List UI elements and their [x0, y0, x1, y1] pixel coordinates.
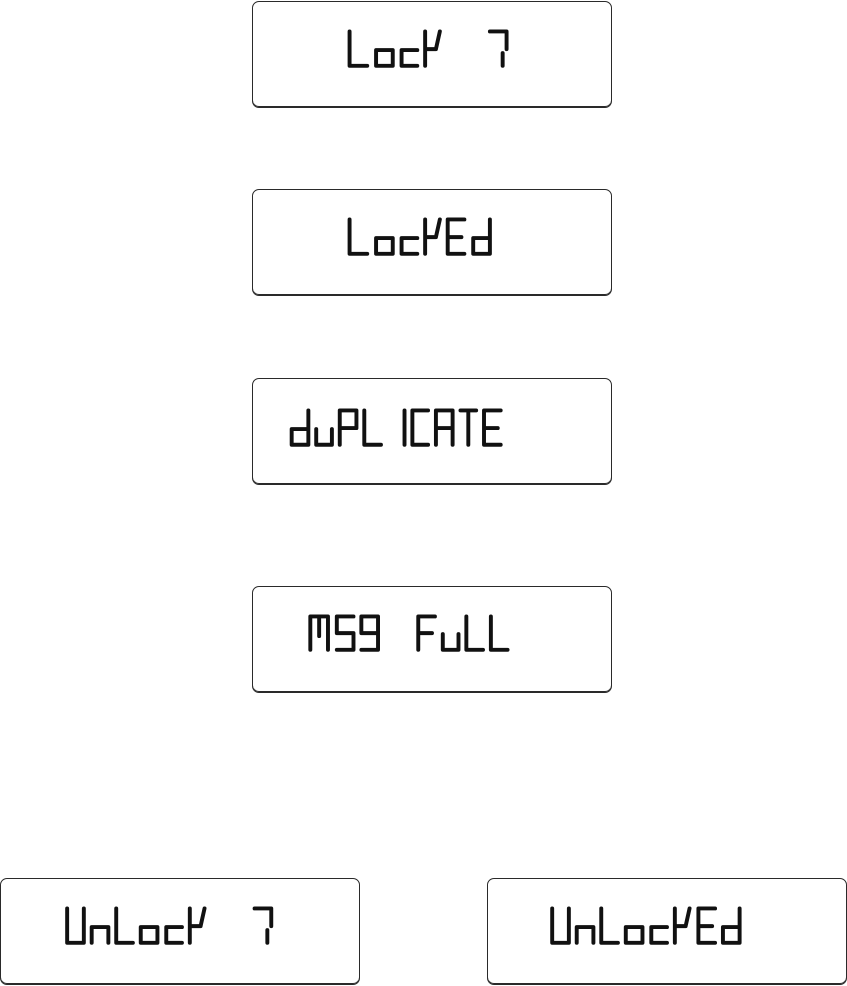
- lcd-glyphs: [253, 379, 611, 484]
- lcd-glyphs: [488, 879, 846, 984]
- lcd-display-unlock-prompt: UnLocK ?: [0, 878, 360, 985]
- lcd-display-lock-prompt: LocK ?: [252, 1, 612, 108]
- lcd-display-msg-full: MSG FuLL: [252, 586, 612, 693]
- lcd-glyphs: [253, 190, 611, 295]
- lcd-display-unlocked: UnLocKEd: [487, 878, 847, 985]
- lcd-glyphs: [253, 2, 611, 107]
- lcd-display-locked: LocKEd: [252, 189, 612, 296]
- lcd-glyphs: [253, 587, 611, 692]
- lcd-glyphs: [1, 879, 359, 984]
- lcd-display-duplicate: duPLICATE: [252, 378, 612, 485]
